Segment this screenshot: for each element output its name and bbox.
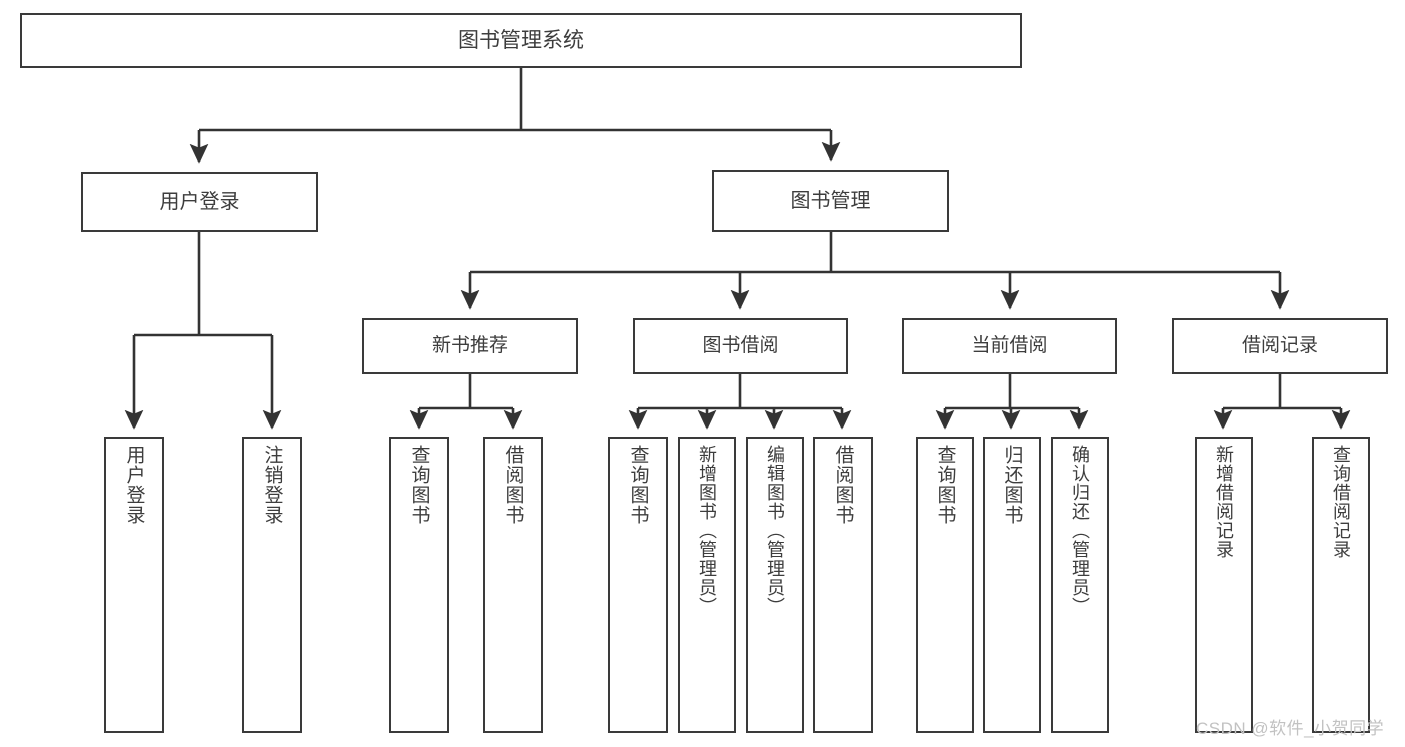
leaf-add-book[interactable]: 新增图书（管理员） xyxy=(678,437,736,733)
node-label: 借阅记录 xyxy=(1241,335,1318,357)
node-label: 借阅图书 xyxy=(502,445,524,525)
leaf-query-record[interactable]: 查询借阅记录 xyxy=(1312,437,1370,733)
node-label: 编辑图书（管理员） xyxy=(765,445,785,616)
leaf-logout-login[interactable]: 注销登录 xyxy=(242,437,302,733)
node-label: 用户登录 xyxy=(123,445,145,525)
leaf-borrow-book-1[interactable]: 借阅图书 xyxy=(483,437,543,733)
leaf-query-book-1[interactable]: 查询图书 xyxy=(389,437,449,733)
node-label: 新增借阅记录 xyxy=(1214,445,1234,559)
node-label: 图书管理 xyxy=(790,189,871,212)
leaf-borrow-book-2[interactable]: 借阅图书 xyxy=(813,437,873,733)
leaf-user-login[interactable]: 用户登录 xyxy=(104,437,164,733)
node-label: 确认归还（管理员） xyxy=(1070,445,1090,616)
node-borrow-record[interactable]: 借阅记录 xyxy=(1172,318,1388,374)
leaf-add-record[interactable]: 新增借阅记录 xyxy=(1195,437,1253,733)
node-label: 新增图书（管理员） xyxy=(697,445,717,616)
leaf-edit-book[interactable]: 编辑图书（管理员） xyxy=(746,437,804,733)
node-label: 新书推荐 xyxy=(431,335,508,357)
node-label: 查询图书 xyxy=(627,445,649,525)
node-label: 注销登录 xyxy=(261,445,283,525)
node-new-book-recommend[interactable]: 新书推荐 xyxy=(362,318,578,374)
node-label: 查询借阅记录 xyxy=(1331,445,1351,559)
node-label: 图书管理系统 xyxy=(458,28,584,52)
node-book-borrow[interactable]: 图书借阅 xyxy=(633,318,848,374)
leaf-query-book-3[interactable]: 查询图书 xyxy=(916,437,974,733)
node-label: 图书借阅 xyxy=(702,335,779,357)
node-label: 当前借阅 xyxy=(971,335,1048,357)
node-book-manage[interactable]: 图书管理 xyxy=(712,170,949,232)
leaf-query-book-2[interactable]: 查询图书 xyxy=(608,437,668,733)
node-label: 归还图书 xyxy=(1001,445,1023,525)
node-label: 查询图书 xyxy=(934,445,956,525)
node-user-login[interactable]: 用户登录 xyxy=(81,172,318,232)
node-root-system[interactable]: 图书管理系统 xyxy=(20,13,1022,68)
node-current-borrow[interactable]: 当前借阅 xyxy=(902,318,1117,374)
leaf-return-book[interactable]: 归还图书 xyxy=(983,437,1041,733)
leaf-confirm-return[interactable]: 确认归还（管理员） xyxy=(1051,437,1109,733)
node-label: 用户登录 xyxy=(159,190,240,213)
node-label: 借阅图书 xyxy=(832,445,854,525)
node-label: 查询图书 xyxy=(408,445,430,525)
